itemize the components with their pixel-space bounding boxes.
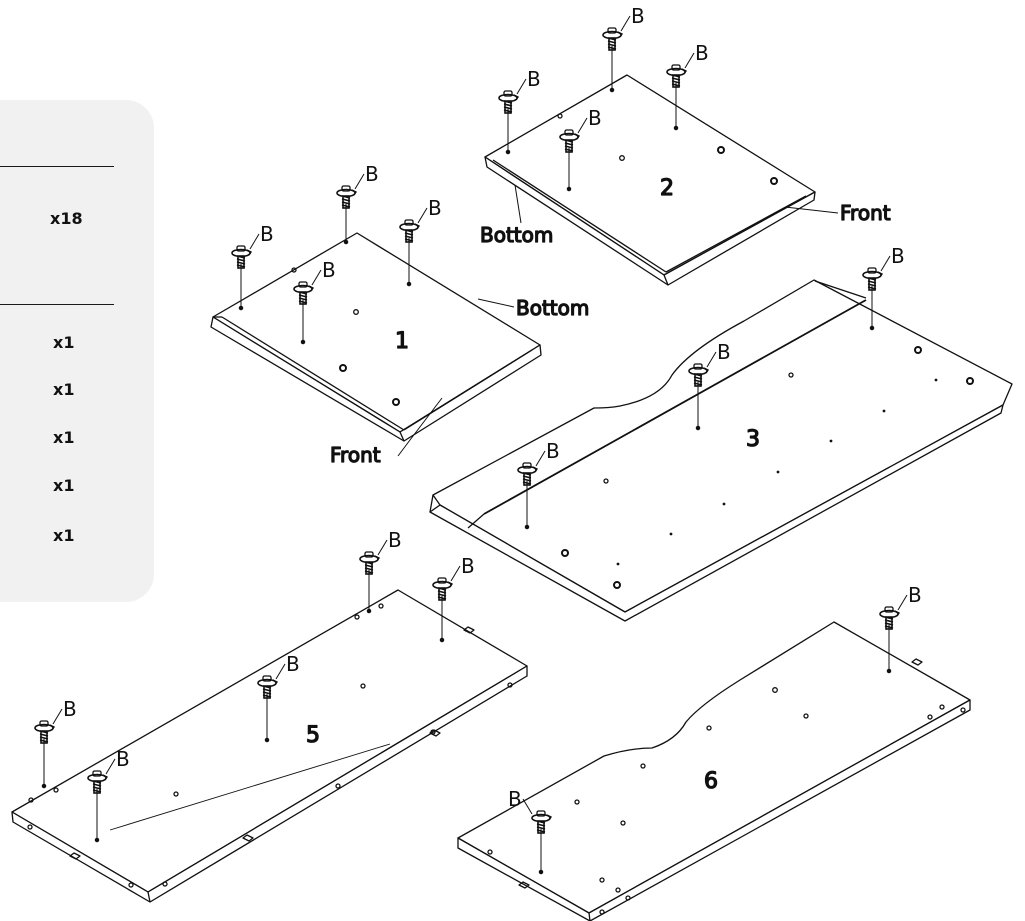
panel-2-bottom-label: Bottom: [480, 223, 553, 247]
quantity-screw-b: x18: [50, 209, 83, 228]
screw-b-icon: B: [87, 747, 130, 843]
panel-2-number: 2: [660, 176, 674, 201]
screw-b-icon: B: [498, 67, 541, 155]
screw-b-icon: B: [688, 340, 731, 431]
screw-b-icon: B: [293, 258, 336, 345]
screw-group: B B B B B B B B B B B B B B B B B B: [34, 4, 922, 875]
screw-b-label: B: [286, 652, 300, 676]
quantity-panel-6: x1: [53, 526, 75, 545]
screw-b-label: B: [546, 439, 560, 463]
screw-b-icon: B: [336, 162, 379, 245]
screw-b-label: B: [695, 41, 709, 65]
screw-b-label: B: [428, 196, 442, 220]
panel-5-number: 5: [306, 723, 320, 748]
parts-list-divider: [0, 166, 114, 167]
screw-b-label: B: [365, 162, 379, 186]
screw-b-icon: B: [862, 244, 905, 331]
screw-b-icon: B: [231, 222, 274, 311]
panel-2-front-label: Front: [840, 201, 891, 225]
screw-b-icon: B: [34, 697, 77, 789]
screw-b-label: B: [322, 258, 336, 282]
screw-b-label: B: [908, 583, 922, 607]
quantity-panel-1: x1: [53, 333, 75, 352]
panel-1: [210, 232, 542, 442]
screw-b-label: B: [588, 106, 602, 130]
screw-b-label: B: [388, 528, 402, 552]
screw-b-label: B: [260, 222, 274, 246]
screw-b-icon: B: [666, 41, 709, 131]
screw-b-label: B: [508, 787, 522, 811]
screw-b-icon: B: [432, 554, 475, 643]
screw-b-icon: B: [559, 106, 602, 192]
panel-3: [429, 279, 1013, 622]
parts-list-divider: [0, 304, 114, 305]
screw-b-label: B: [527, 67, 541, 91]
screw-b-label: B: [63, 697, 77, 721]
panel-2: [484, 74, 816, 286]
panel-6: [457, 621, 971, 921]
panel-1-front-label: Front: [330, 443, 381, 467]
screw-b-icon: B: [879, 583, 922, 674]
screw-b-icon: B: [517, 439, 560, 530]
panel-1-number: 1: [395, 329, 409, 354]
screw-b-label: B: [717, 340, 731, 364]
screw-b-icon: B: [359, 528, 402, 614]
quantity-panel-3: x1: [53, 428, 75, 447]
screw-b-icon: B: [602, 4, 645, 93]
screw-b-label: B: [461, 554, 475, 578]
screw-b-label: B: [891, 244, 905, 268]
panel-3-number: 3: [746, 427, 760, 452]
parts-list-panel: [0, 100, 154, 602]
screw-b-label: B: [116, 747, 130, 771]
screw-b-icon: B: [508, 787, 553, 875]
quantity-panel-5: x1: [53, 476, 75, 495]
screw-b-icon: B: [257, 652, 300, 743]
screw-b-label: B: [631, 4, 645, 28]
panel-6-number: 6: [704, 769, 718, 794]
quantity-panel-2: x1: [53, 380, 75, 399]
screw-b-icon: B: [399, 196, 442, 287]
panel-5: [11, 589, 528, 903]
panel-1-bottom-label: Bottom: [516, 296, 589, 320]
